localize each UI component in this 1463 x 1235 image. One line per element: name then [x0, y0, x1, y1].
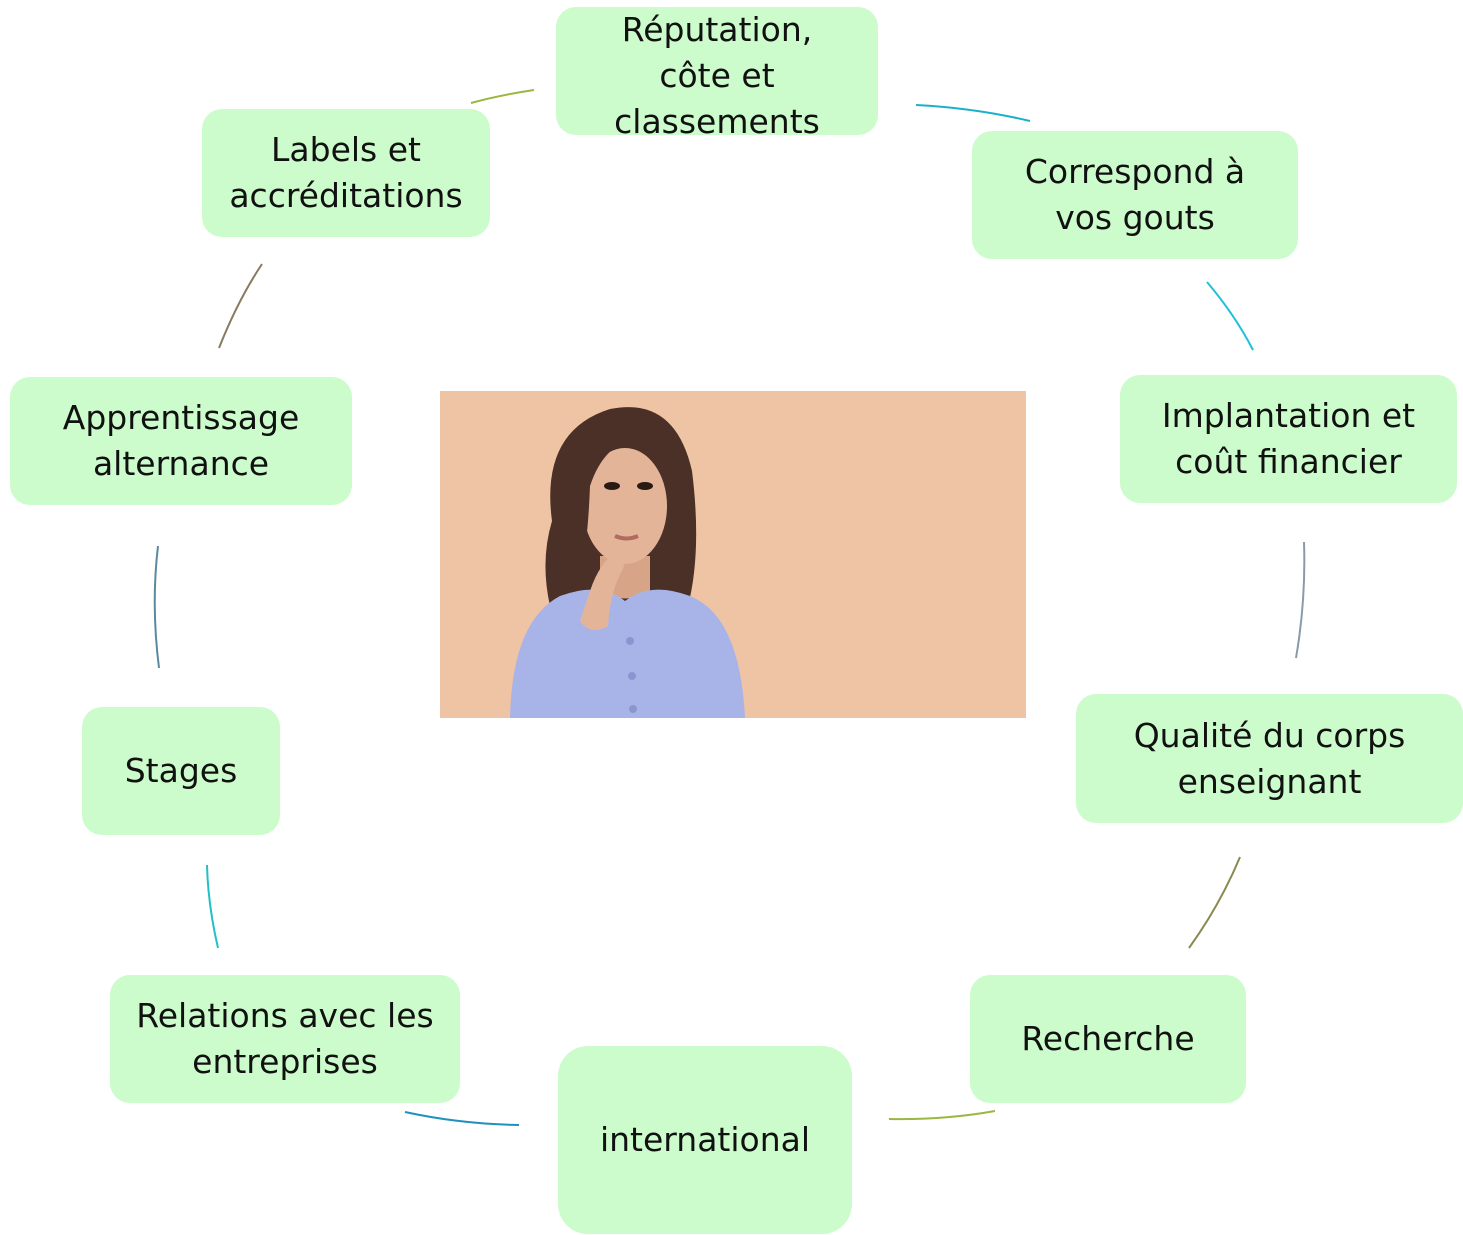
connector-relations-stages [206, 864, 219, 949]
node-reputation: Réputation, côte et classements [556, 7, 878, 141]
connector-labels-reputation [470, 89, 535, 104]
connector-apprentissage-labels [218, 263, 263, 349]
node-recherche: Recherche [970, 975, 1246, 1103]
node-implantation: Implantation et coût financier [1120, 375, 1457, 503]
connector-reputation-gouts [915, 104, 1031, 122]
node-apprentissage: Apprentissage alternance [10, 377, 352, 505]
node-corps: Qualité du corps enseignant [1076, 694, 1463, 823]
connector-gouts-implantation [1206, 281, 1254, 351]
connector-implantation-corps [1295, 541, 1306, 659]
node-relations: Relations avec les entreprises [110, 975, 460, 1103]
node-international: international [558, 1046, 852, 1234]
connector-international-relations [404, 1111, 520, 1126]
connector-stages-apprentissage [153, 545, 160, 669]
node-stages: Stages [82, 707, 280, 835]
connector-recherche-international [888, 1110, 996, 1121]
connector-corps-recherche [1188, 856, 1241, 949]
node-gouts: Correspond à vos gouts [972, 131, 1298, 259]
node-labels: Labels et accréditations [202, 109, 490, 237]
woman-thinking-photo [440, 391, 1026, 718]
